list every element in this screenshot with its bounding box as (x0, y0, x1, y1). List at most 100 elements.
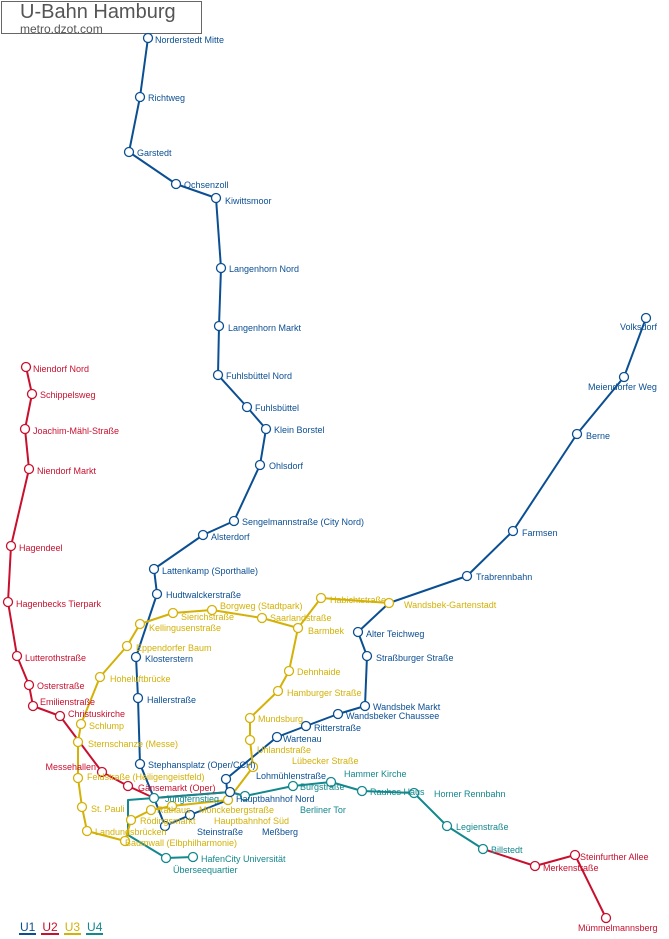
station-label[interactable]: Wandsbeker Chaussee (346, 711, 439, 721)
station-label[interactable]: Emilienstraße (40, 697, 95, 707)
station-label[interactable]: Ritterstraße (314, 723, 361, 733)
station-marker[interactable] (130, 651, 142, 663)
station-marker[interactable] (145, 804, 157, 816)
station-label[interactable]: Sierichstraße (181, 612, 234, 622)
station-label[interactable]: Dehnhaide (297, 667, 341, 677)
station-label[interactable]: Hallerstraße (147, 695, 196, 705)
station-label[interactable]: Mönckebergstraße (199, 805, 274, 815)
station-label[interactable]: Berne (586, 431, 610, 441)
station-marker[interactable] (134, 758, 146, 770)
station-label[interactable]: Hudtwalckerstraße (166, 590, 241, 600)
station-marker[interactable] (215, 262, 227, 274)
station-marker[interactable] (300, 720, 312, 732)
station-marker[interactable] (184, 809, 196, 821)
station-marker[interactable] (94, 671, 106, 683)
station-marker[interactable] (244, 712, 256, 724)
station-marker[interactable] (315, 592, 327, 604)
station-marker[interactable] (23, 679, 35, 691)
station-label[interactable]: Gänsemarkt (Oper) (138, 783, 216, 793)
station-label[interactable]: HafenCity Universität (201, 854, 286, 864)
station-label[interactable]: Alsterdorf (211, 532, 250, 542)
station-marker[interactable] (254, 459, 266, 471)
station-marker[interactable] (72, 736, 84, 748)
station-marker[interactable] (151, 588, 163, 600)
station-label[interactable]: Fuhlsbüttel (255, 403, 299, 413)
station-marker[interactable] (20, 361, 32, 373)
station-label[interactable]: Borgweg (Stadtpark) (220, 601, 303, 611)
station-label[interactable]: Meßberg (262, 827, 298, 837)
station-label[interactable]: Christuskirche (68, 709, 125, 719)
station-label[interactable]: Schlump (89, 721, 124, 731)
station-label[interactable]: Überseequartier (173, 865, 238, 875)
station-marker[interactable] (197, 529, 209, 541)
station-label[interactable]: Richtweg (148, 93, 185, 103)
station-marker[interactable] (96, 766, 108, 778)
station-label[interactable]: Osterstraße (37, 681, 85, 691)
station-label[interactable]: Sengelmannstraße (City Nord) (242, 517, 364, 527)
station-label[interactable]: Burgstraße (300, 782, 345, 792)
station-marker[interactable] (244, 734, 256, 746)
station-label[interactable]: Rödingsmarkt (140, 816, 196, 826)
station-label[interactable]: Wandsbek-Gartenstadt (404, 600, 497, 610)
station-marker[interactable] (441, 820, 453, 832)
station-label[interactable]: Joachim-Mähl-Straße (33, 426, 119, 436)
station-label[interactable]: Klosterstern (145, 654, 193, 664)
station-marker[interactable] (461, 570, 473, 582)
station-marker[interactable] (408, 787, 420, 799)
station-marker[interactable] (123, 146, 135, 158)
station-marker[interactable] (359, 700, 371, 712)
station-marker[interactable] (292, 622, 304, 634)
station-marker[interactable] (148, 792, 160, 804)
station-marker[interactable] (167, 607, 179, 619)
legend-u1[interactable]: U1 (19, 920, 37, 935)
station-marker[interactable] (19, 423, 31, 435)
station-label[interactable]: Garstedt (137, 148, 172, 158)
station-marker[interactable] (241, 401, 253, 413)
station-marker[interactable] (159, 820, 171, 832)
station-marker[interactable] (477, 843, 489, 855)
station-label[interactable]: Legienstraße (456, 822, 509, 832)
station-marker[interactable] (125, 814, 137, 826)
station-marker[interactable] (76, 801, 88, 813)
station-label[interactable]: Klein Borstel (274, 425, 325, 435)
station-label[interactable]: Landungsbrücken (95, 827, 167, 837)
station-marker[interactable] (383, 597, 395, 609)
station-marker[interactable] (212, 369, 224, 381)
station-label[interactable]: Merkenstraße (543, 863, 599, 873)
station-label[interactable]: Hauptbahnhof Nord (236, 794, 315, 804)
station-marker[interactable] (148, 563, 160, 575)
station-label[interactable]: Niendorf Markt (37, 466, 97, 476)
station-label[interactable]: Sternschanze (Messe) (88, 739, 178, 749)
station-marker[interactable] (571, 428, 583, 440)
station-label[interactable]: Trabrennbahn (476, 572, 532, 582)
station-label[interactable]: Wandsbek Markt (373, 702, 441, 712)
station-label[interactable]: Steinstraße (197, 827, 243, 837)
station-label[interactable]: Saarlandstraße (270, 613, 332, 623)
station-label[interactable]: Eppendorfer Baum (136, 643, 212, 653)
station-label[interactable]: Alter Teichweg (366, 629, 424, 639)
station-marker[interactable] (247, 761, 259, 773)
station-label[interactable]: Langenhorn Markt (228, 323, 302, 333)
station-label[interactable]: Hagenbecks Tierpark (16, 599, 102, 609)
station-label[interactable]: Barmbek (308, 626, 345, 636)
station-marker[interactable] (272, 685, 284, 697)
station-label[interactable]: Feldstraße (Heiligengeistfeld) (87, 772, 205, 782)
station-label[interactable]: Lübecker Straße (292, 756, 359, 766)
station-marker[interactable] (220, 773, 232, 785)
station-label[interactable]: Ochsenzoll (184, 180, 229, 190)
station-marker[interactable] (122, 780, 134, 792)
station-label[interactable]: Niendorf Nord (33, 364, 89, 374)
station-marker[interactable] (119, 835, 131, 847)
station-marker[interactable] (72, 772, 84, 784)
station-label[interactable]: Volksdorf (620, 322, 658, 332)
station-label[interactable]: Jungfernstieg (165, 794, 219, 804)
station-label[interactable]: St. Pauli (91, 804, 125, 814)
station-marker[interactable] (332, 708, 344, 720)
station-label[interactable]: Uhlandstraße (257, 745, 311, 755)
station-marker[interactable] (256, 612, 268, 624)
station-label[interactable]: Hoheluftbrücke (110, 674, 171, 684)
station-marker[interactable] (239, 790, 251, 802)
station-label[interactable]: Straßburger Straße (376, 653, 454, 663)
station-label[interactable]: Meiendorfer Weg (588, 382, 657, 392)
station-marker[interactable] (5, 540, 17, 552)
